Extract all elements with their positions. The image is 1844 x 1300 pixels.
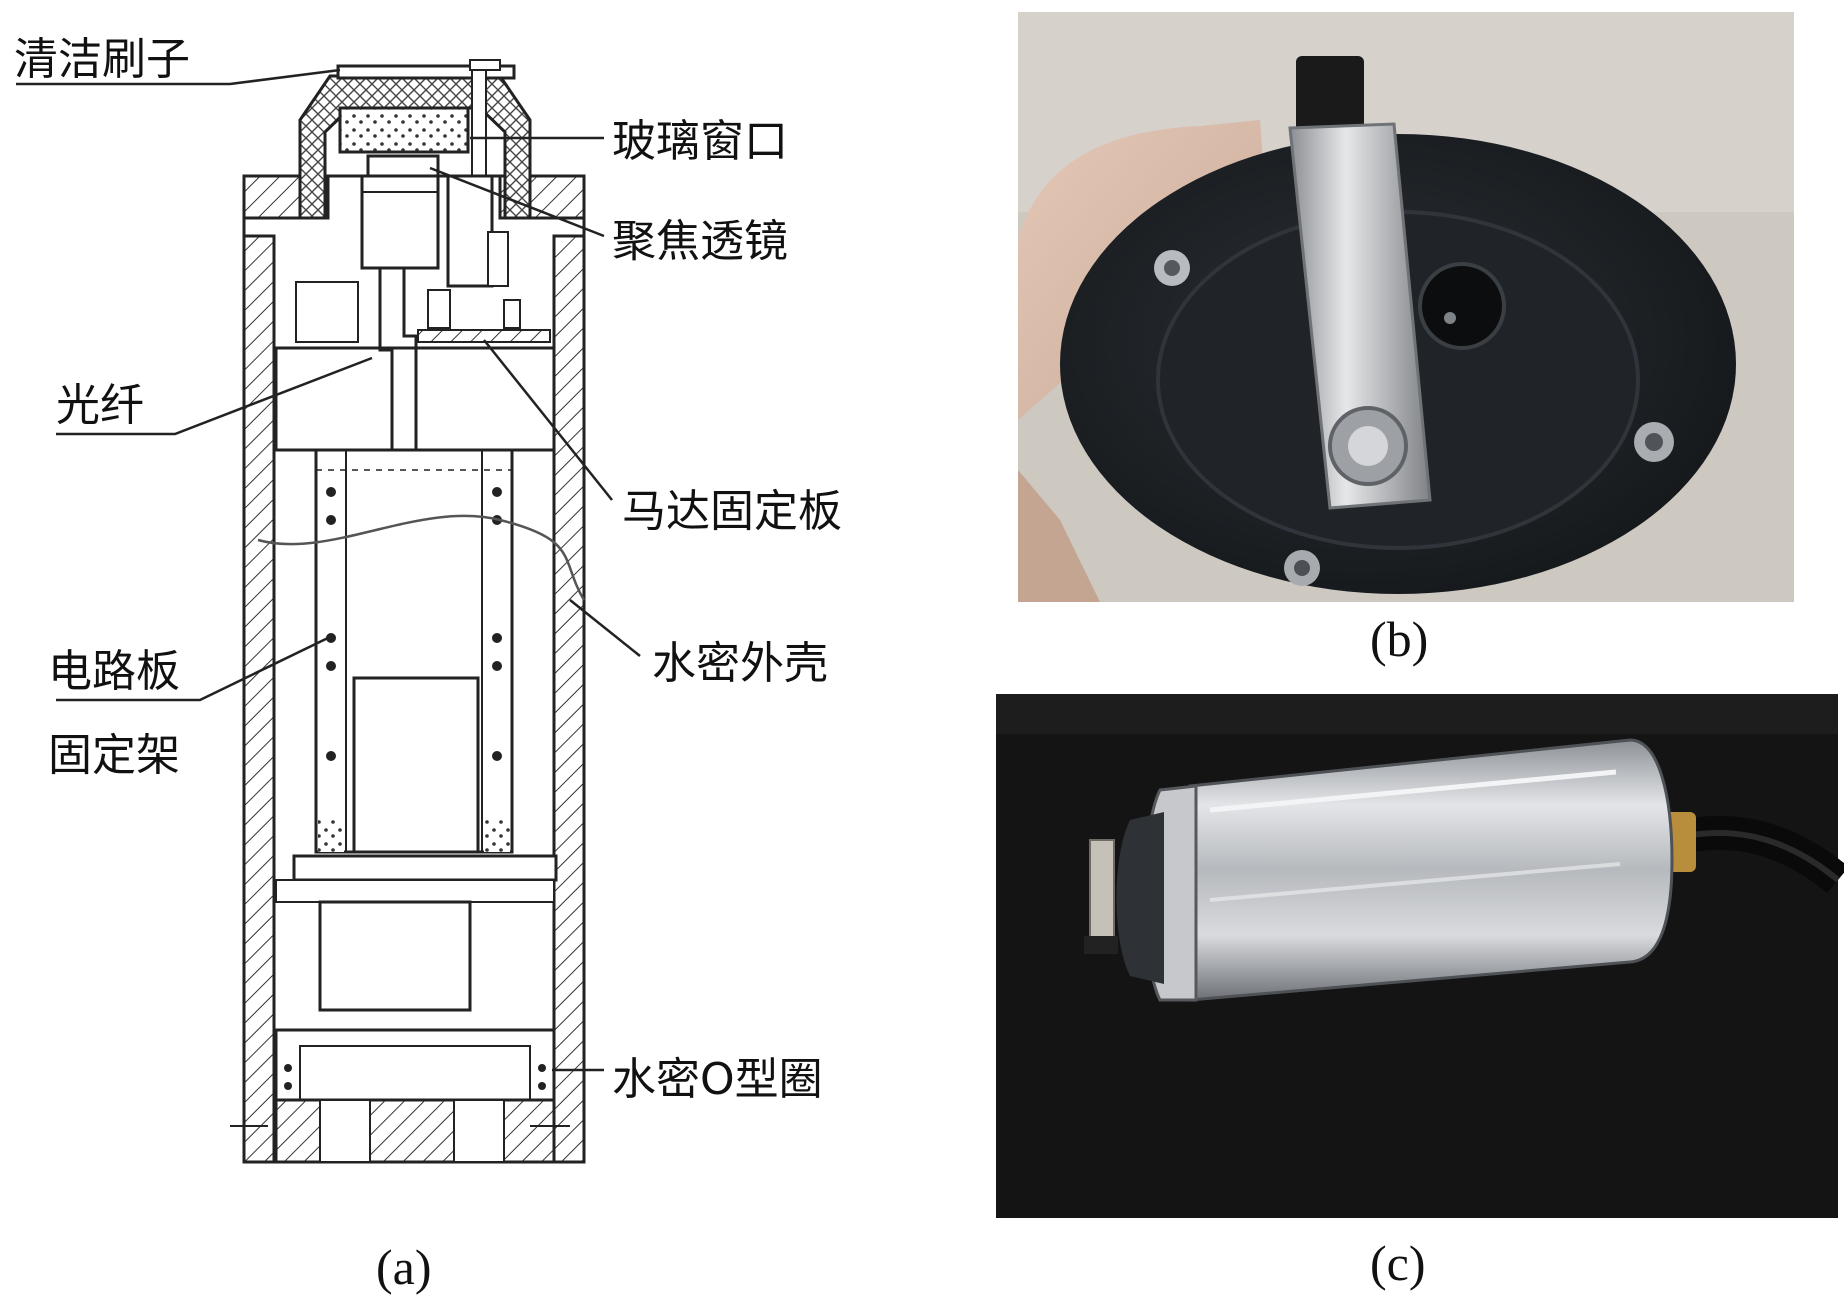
caption-b: (b) <box>1370 611 1428 667</box>
leader-lines <box>16 68 641 1072</box>
brush-arm <box>1288 122 1432 510</box>
housing-left-wall <box>242 234 276 1164</box>
label-focusing-lens: 聚焦透镜 <box>612 216 788 267</box>
label-motor-mount-plate: 马达固定板 <box>622 486 842 537</box>
bottom-plug <box>274 1098 556 1164</box>
label-circuit-board: 电路板 <box>48 646 180 697</box>
photo-side-view <box>996 694 1844 1218</box>
focusing-lens-body <box>366 154 440 178</box>
label-optical-fiber: 光纤 <box>56 380 144 431</box>
label-glass-window: 玻璃窗口 <box>612 116 788 167</box>
steel-cylinder <box>1188 738 1674 1002</box>
window-hole <box>1418 262 1506 350</box>
glass-window-block <box>338 106 470 154</box>
caption-c: (c) <box>1370 1235 1426 1291</box>
cap <box>298 74 532 220</box>
label-watertight-housing: 水密外壳 <box>652 638 828 689</box>
photo-top-view <box>1018 12 1794 602</box>
brush-arm-top <box>1296 56 1364 136</box>
cross-section-diagram <box>230 59 586 1164</box>
label-mounting-frame: 固定架 <box>48 730 180 781</box>
caption-a: (a) <box>376 1239 432 1295</box>
label-watertight-o-ring: 水密O型圈 <box>612 1054 823 1105</box>
side-brush <box>1089 839 1115 941</box>
label-cleaning-brush: 清洁刷子 <box>14 34 190 85</box>
housing-right-wall <box>552 234 586 1164</box>
